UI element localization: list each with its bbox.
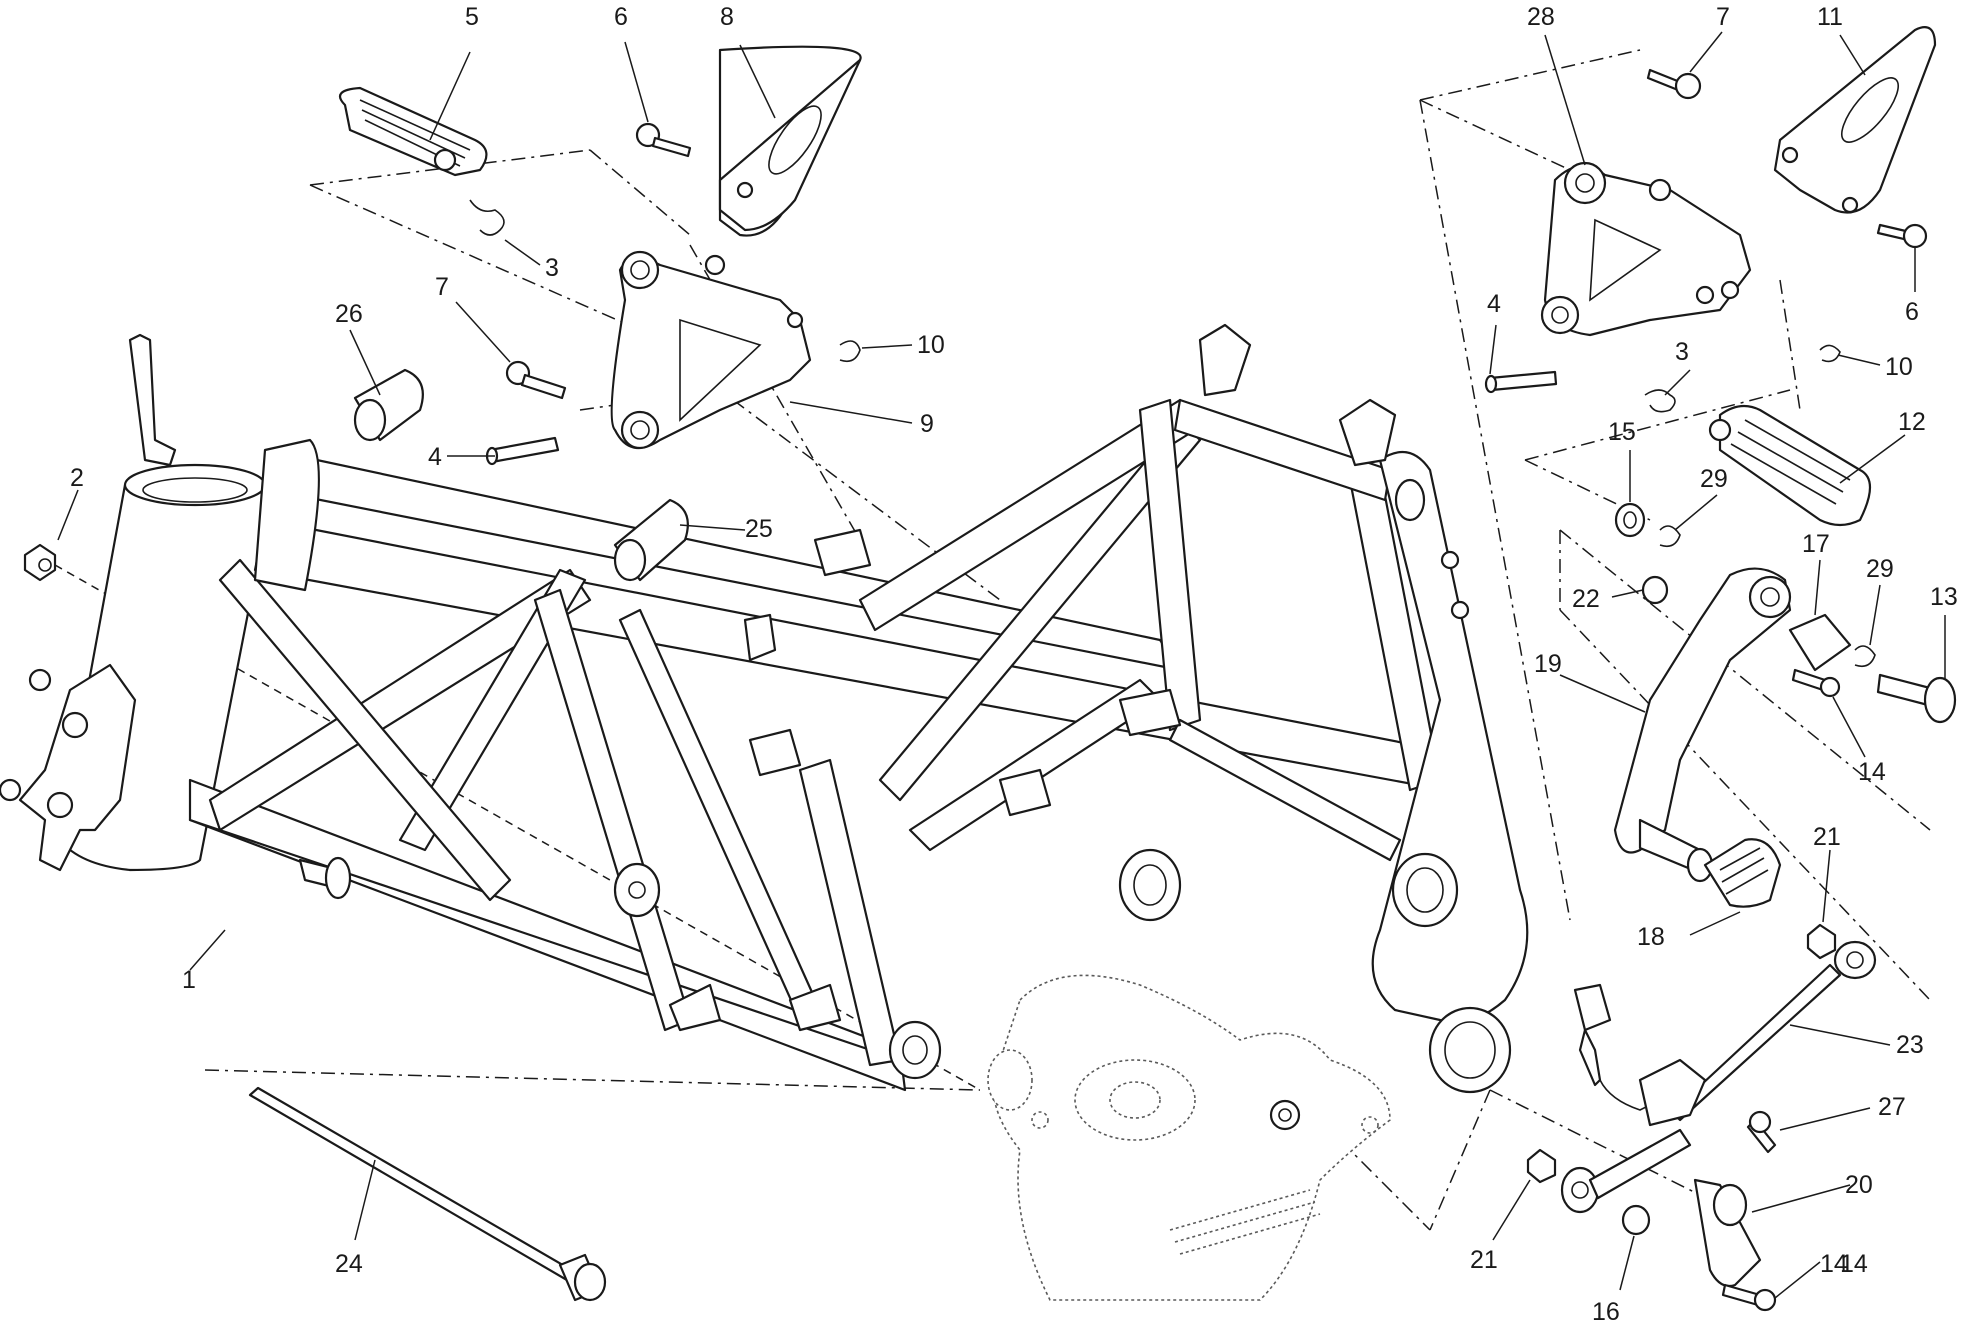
callout-2: 2 bbox=[70, 464, 84, 492]
callout-18: 18 bbox=[1637, 923, 1665, 951]
callout-10: 10 bbox=[917, 331, 945, 359]
callout-27: 27 bbox=[1878, 1093, 1906, 1121]
callout-14: 14 bbox=[1840, 1250, 1868, 1278]
callout-12: 12 bbox=[1898, 408, 1926, 436]
callout-19: 19 bbox=[1534, 650, 1562, 678]
callout-9: 9 bbox=[920, 410, 934, 438]
callout-14: 14 bbox=[1820, 1250, 1848, 1278]
callout-8: 8 bbox=[720, 3, 734, 31]
callout-6: 6 bbox=[1905, 298, 1919, 326]
callout-7: 7 bbox=[435, 273, 449, 301]
callout-23: 23 bbox=[1896, 1031, 1924, 1059]
callout-17: 17 bbox=[1802, 530, 1830, 558]
callout-3: 3 bbox=[1675, 338, 1689, 366]
callout-24: 24 bbox=[335, 1250, 363, 1278]
callout-29: 29 bbox=[1866, 555, 1894, 583]
left-footpeg-assembly bbox=[23, 45, 862, 582]
leader-lines bbox=[57, 31, 1946, 1299]
callout-5: 5 bbox=[465, 3, 479, 31]
callout-25: 25 bbox=[745, 515, 773, 543]
callout-26: 26 bbox=[335, 300, 363, 328]
callout-15: 15 bbox=[1608, 418, 1636, 446]
right-footpeg-assembly bbox=[1484, 26, 1957, 1312]
swingarm-pivot-bolt bbox=[248, 1086, 607, 1302]
callout-16: 16 bbox=[1592, 1298, 1620, 1326]
trellis-frame bbox=[0, 323, 1529, 1094]
callout-21: 21 bbox=[1813, 823, 1841, 851]
callout-labels: 1 2 3 3 4 4 5 6 6 7 7 8 9 10 10 11 12 13… bbox=[70, 3, 1958, 1326]
callout-4: 4 bbox=[1487, 290, 1501, 318]
callout-13: 13 bbox=[1930, 583, 1958, 611]
callout-20: 20 bbox=[1845, 1171, 1873, 1199]
callout-3: 3 bbox=[545, 254, 559, 282]
callout-7: 7 bbox=[1716, 3, 1730, 31]
callout-4: 4 bbox=[428, 443, 442, 471]
callout-21: 21 bbox=[1470, 1246, 1498, 1274]
engine-casing-ghost bbox=[987, 974, 1391, 1301]
callout-28: 28 bbox=[1527, 3, 1555, 31]
callout-29: 29 bbox=[1700, 465, 1728, 493]
callout-11: 11 bbox=[1817, 3, 1843, 31]
callout-6: 6 bbox=[614, 3, 628, 31]
callout-1: 1 bbox=[182, 966, 196, 994]
callout-14: 14 bbox=[1858, 758, 1886, 786]
callout-10: 10 bbox=[1885, 353, 1913, 381]
callout-22: 22 bbox=[1572, 585, 1600, 613]
